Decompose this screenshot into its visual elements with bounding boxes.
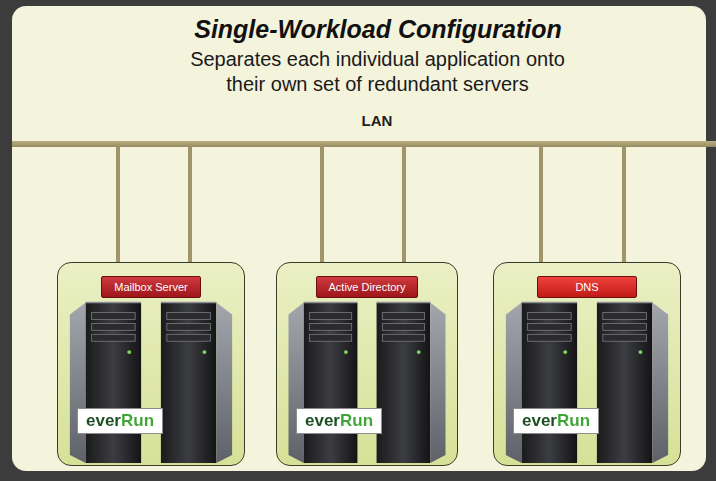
lan-label: LAN bbox=[362, 112, 393, 129]
application-tag: Mailbox Server bbox=[101, 276, 201, 298]
connector-line bbox=[320, 147, 324, 262]
lan-label-wrap: LAN bbox=[25, 108, 716, 130]
lan-drop-line bbox=[624, 147, 625, 262]
application-tag-text: DNS bbox=[575, 281, 598, 293]
application-tag: DNS bbox=[537, 276, 637, 298]
lan-drop-line bbox=[404, 147, 405, 262]
server-group: everRun Mailbox Server bbox=[57, 262, 245, 466]
server-tower bbox=[288, 303, 357, 463]
server-tower bbox=[377, 303, 446, 463]
subtitle-block: Separates each individual application on… bbox=[180, 47, 575, 97]
server-tower bbox=[161, 303, 232, 463]
lan-line bbox=[12, 141, 716, 147]
server-tower bbox=[506, 303, 577, 463]
server-tower bbox=[70, 303, 141, 463]
everrun-label: everRun bbox=[305, 411, 373, 430]
title-block: Single-Workload Configuration bbox=[78, 14, 678, 44]
connector-line bbox=[116, 147, 120, 262]
everrun-label: everRun bbox=[86, 411, 154, 430]
server-tower bbox=[597, 303, 668, 463]
lan-drop-line bbox=[190, 147, 191, 262]
lan-bus: LAN bbox=[12, 108, 716, 147]
everrun-badge: everRun bbox=[296, 408, 382, 434]
everrun-label: everRun bbox=[522, 411, 590, 430]
connector-line bbox=[188, 147, 192, 262]
connector-line bbox=[622, 147, 626, 262]
server-group: everRun Active Directory bbox=[276, 262, 458, 466]
lan-drop-line bbox=[322, 147, 323, 262]
subtitle-text: Separates each individual application on… bbox=[190, 48, 565, 95]
title-text: Single-Workload Configuration bbox=[194, 15, 562, 43]
lan-drop-line bbox=[541, 147, 542, 262]
application-tag-text: Active Directory bbox=[328, 281, 405, 293]
lan-drop-line bbox=[118, 147, 119, 262]
application-tag-text: Mailbox Server bbox=[114, 281, 187, 293]
application-tag: Active Directory bbox=[316, 276, 418, 298]
connector-line bbox=[539, 147, 543, 262]
server-group: everRun DNS bbox=[493, 262, 681, 466]
everrun-badge: everRun bbox=[77, 408, 163, 434]
everrun-badge: everRun bbox=[513, 408, 599, 434]
connector-line bbox=[402, 147, 406, 262]
